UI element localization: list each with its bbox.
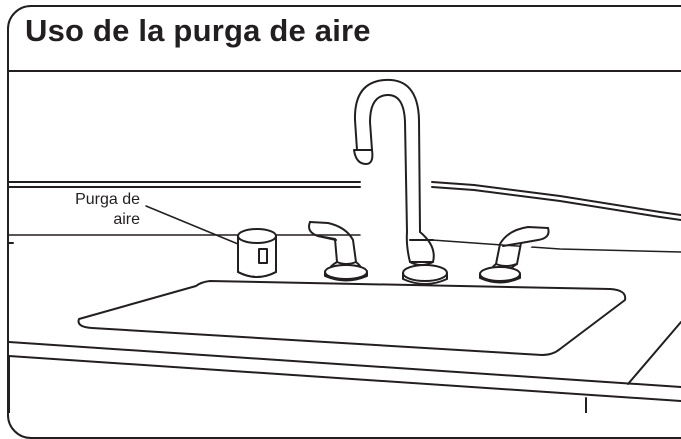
callout-leader: [145, 205, 239, 245]
backsplash: [8, 181, 681, 244]
title-divider: [9, 70, 681, 72]
illustration-card: [7, 5, 681, 439]
air-gap-icon: [237, 228, 277, 278]
air-gap-label-line1: Purga de: [75, 191, 140, 208]
air-gap-label: Purga de aire: [50, 190, 140, 230]
faucet-icon: [353, 78, 448, 285]
countertop: [8, 234, 681, 413]
page-title: Uso de la purga de aire: [25, 13, 371, 48]
air-gap-label-line2: aire: [113, 211, 140, 228]
sink-illustration: [8, 78, 681, 413]
sink-icon: [77, 280, 627, 356]
handle-icon-right: [479, 226, 550, 284]
handle-icon: [308, 221, 368, 282]
